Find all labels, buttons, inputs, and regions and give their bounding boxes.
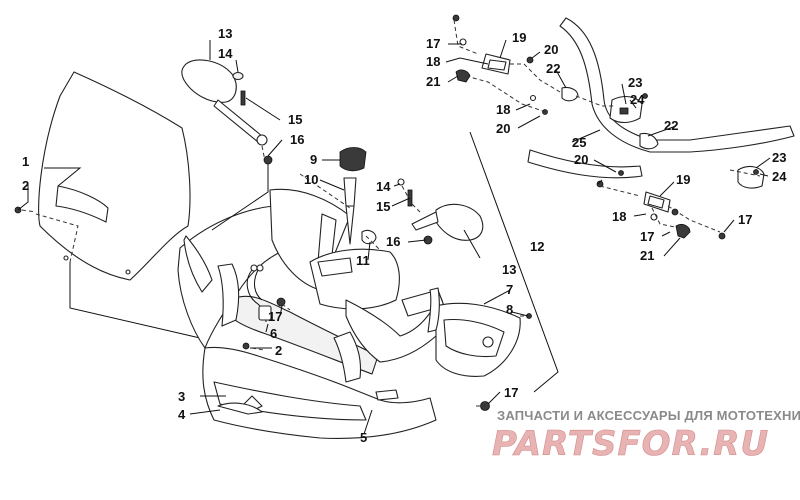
left-mirror [181,59,273,165]
callout-8: 8 [506,302,513,317]
wire-harness [246,264,272,323]
front-fairing [177,188,445,440]
callout-9: 9 [310,152,317,167]
callout-20: 20 [544,42,558,57]
callout-5: 5 [360,430,367,445]
callout-15: 15 [376,199,390,214]
callout-17: 17 [738,212,752,227]
callout-14: 14 [376,179,391,194]
callout-16: 16 [290,132,304,147]
callout-17: 17 [268,309,282,324]
callout-22: 22 [664,118,678,133]
callout-10: 10 [304,172,318,187]
watermark-subtitle: ЗАПЧАСТИ И АКСЕССУАРЫ ДЛЯ МОТОТЕХНИКИ [497,408,800,423]
callout-23: 23 [772,150,786,165]
callout-18: 18 [612,209,626,224]
callout-17: 17 [426,36,440,51]
callout-2: 2 [275,343,282,358]
callout-22: 22 [546,61,560,76]
callout-numbers: 1 2 2 3 4 5 6 7 8 9 10 11 12 13 13 14 14… [22,26,787,445]
callout-13: 13 [502,262,516,277]
power-socket [339,147,377,245]
callout-17: 17 [504,385,518,400]
callout-18: 18 [496,102,510,117]
callout-1: 1 [22,154,29,169]
callout-20: 20 [496,121,510,136]
callout-19: 19 [676,172,690,187]
callout-4: 4 [178,407,186,422]
callout-3: 3 [178,389,185,404]
callout-20: 20 [574,152,588,167]
leader-lines [17,39,771,435]
callout-6: 6 [270,326,277,341]
watermark: ЗАПЧАСТИ И АКСЕССУАРЫ ДЛЯ МОТОТЕХНИКИ PA… [492,408,800,464]
callout-14: 14 [218,46,233,61]
callout-7: 7 [506,282,513,297]
callout-24: 24 [772,169,787,184]
callout-25: 25 [572,135,586,150]
right-mirror [397,178,484,245]
watermark-logo: PARTSFOR.RU [492,424,769,464]
callout-18: 18 [426,54,440,69]
callout-12: 12 [530,239,544,254]
callout-19: 19 [512,30,526,45]
windshield [38,71,191,281]
callout-23: 23 [628,75,642,90]
side-panel [427,287,521,377]
callout-24: 24 [630,92,645,107]
callout-15: 15 [288,112,302,127]
callout-16: 16 [386,234,400,249]
callout-13: 13 [218,26,232,41]
callout-17: 17 [640,229,654,244]
callout-21: 21 [426,74,440,89]
callout-2: 2 [22,178,29,193]
callout-11: 11 [356,253,370,268]
callout-21: 21 [640,248,654,263]
